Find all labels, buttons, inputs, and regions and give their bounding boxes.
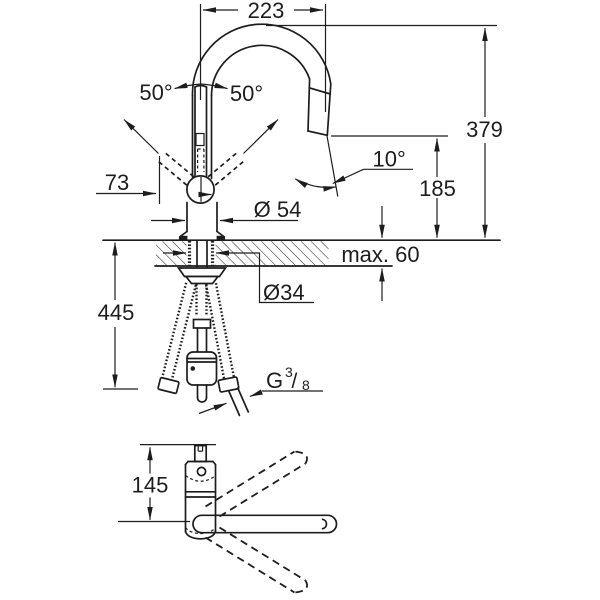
dim-34-leader <box>257 252 314 304</box>
mounting-nut-lower <box>184 275 220 285</box>
bv-handle-cap-detail <box>321 518 328 530</box>
supply-hose-right-edge-a <box>204 284 226 380</box>
spout-inner-arc <box>210 44 311 97</box>
hose-fitting-left <box>157 376 180 395</box>
connector-tube-edge-a <box>228 390 241 417</box>
counter-section <box>102 239 501 267</box>
bv-handle-dashed-up-a <box>219 462 306 518</box>
bv-handle-dashed-up-cap <box>294 450 308 464</box>
spout-outer-arc <box>191 23 332 97</box>
dim-deck-thickness: max. 60 <box>341 242 419 267</box>
bv-top-nub <box>193 444 208 463</box>
base-flare-left <box>178 230 188 241</box>
bv-handle-solid <box>192 514 338 534</box>
counter-hatch-right <box>215 241 329 266</box>
dim-thread-slash: / <box>292 370 298 393</box>
supply-hose-right-edge-b <box>214 282 236 378</box>
supply-hose-left-edge-b <box>161 282 188 379</box>
dim-hole-diameter: Ø34 <box>263 280 305 305</box>
side-view: 223 50° 50° 73 Ø 54 379 185 <box>96 0 503 417</box>
dim-body-depth: 145 <box>132 473 169 498</box>
lever-detail-notch <box>195 132 205 147</box>
dim-spout-reach: 223 <box>248 0 285 23</box>
outlet-angle-arc-right <box>315 185 337 192</box>
tilted-lever-right-edge-b <box>214 160 245 186</box>
side-view-dimensions: 223 50° 50° 73 Ø 54 379 185 <box>96 0 503 415</box>
swing-arrow-left <box>123 119 159 154</box>
bv-handle-dashed-up-b <box>205 450 295 508</box>
bv-body-bevel-right <box>212 460 217 466</box>
handle-swivel-indication <box>123 82 279 186</box>
bv-handle-dashed-down-a <box>219 526 306 582</box>
dim-thread-numerator: 3 <box>285 364 293 380</box>
base-gasket-right <box>216 235 224 240</box>
dim-handle-offset: 73 <box>105 170 129 195</box>
faucet-body <box>178 23 332 241</box>
hose-weight-screw <box>190 366 196 371</box>
dim-thread-arrow-right <box>249 389 263 398</box>
dim-thread-arrow-left <box>198 402 227 415</box>
bv-body-bevel-left <box>184 460 189 466</box>
hose-fitting-right <box>217 376 240 393</box>
dim-hose-length: 445 <box>98 300 135 325</box>
bv-hidden-circle-arc <box>185 475 216 482</box>
dim-swing-left: 50° <box>139 80 172 105</box>
dim-thread-g: G <box>266 368 283 393</box>
bv-handle-dashed-down-b <box>205 536 295 594</box>
swing-arc-left-half <box>174 82 202 90</box>
bottom-view: 145 <box>118 444 338 594</box>
dim-total-height: 379 <box>466 117 503 142</box>
bv-body-hidden-arc <box>185 527 216 535</box>
dim-body-diameter: Ø 54 <box>254 197 302 222</box>
spray-head-separation-line <box>308 86 332 95</box>
base-flare-right <box>216 230 226 241</box>
outlet-angle-arc-left <box>294 178 316 188</box>
dim-thread-denominator: 8 <box>302 377 310 393</box>
hose-weight <box>186 351 218 386</box>
hose-end-cap <box>196 396 208 403</box>
tilted-lever-left-edge-a <box>164 151 195 178</box>
bv-screw-hole <box>196 466 207 477</box>
base-gasket-left <box>180 235 188 240</box>
dim-outlet-angle: 10° <box>373 147 406 172</box>
connector-tube-edge-b <box>236 387 250 413</box>
dim-outlet-height: 185 <box>419 176 456 201</box>
under-counter-assembly <box>157 240 250 417</box>
spray-head-right-edge <box>326 83 332 137</box>
swing-arrow-right <box>243 119 279 154</box>
dim-swing-right: 50° <box>230 81 263 106</box>
hose-collar <box>192 318 212 329</box>
bottom-view-handle <box>192 450 338 594</box>
tilted-lever-right-edge-a <box>207 151 238 178</box>
swing-arc-right-half <box>200 82 228 90</box>
bottom-view-dimensions: 145 <box>118 444 216 523</box>
spray-head-outlet-line <box>307 130 329 137</box>
bv-handle-dashed-down-cap <box>294 580 308 594</box>
tilted-lever-left-edge-b <box>157 160 188 186</box>
mounting-nut-upper <box>176 267 228 278</box>
bottom-view-body <box>184 444 217 540</box>
dim-10-leader-arrow <box>332 168 364 185</box>
